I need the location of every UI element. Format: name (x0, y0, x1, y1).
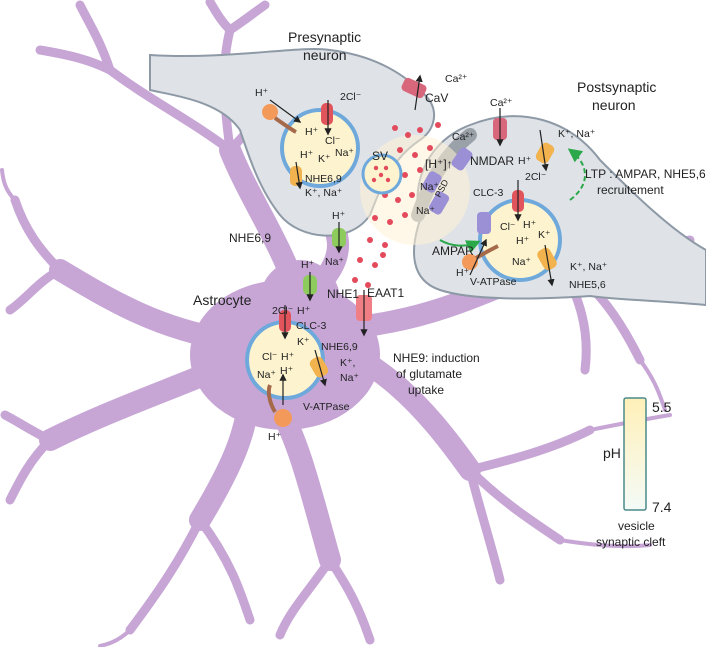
label-postsynaptic: Postsynaptic (577, 79, 656, 95)
label-pre-cl: Cl⁻ (325, 135, 340, 147)
label-astro-k-comma: K⁺, (340, 357, 355, 369)
label-astro-h-bottom: H⁺ (268, 431, 281, 443)
label-astro-vatpase: V-ATPase (303, 401, 350, 413)
synaptic-vesicle (361, 153, 403, 195)
label-neuron1: neuron (303, 47, 347, 63)
label-pre-nhe69: NHE6,9 (305, 173, 342, 185)
label-astro-h-nhe1: H⁺ (301, 259, 314, 271)
label-ca-post: Ca²⁺ (490, 97, 512, 109)
label-post-h-in2: H⁺ (516, 235, 529, 247)
ph-scale (623, 397, 647, 511)
label-astro-2cl: 2Cl⁻ (272, 305, 293, 317)
label-pre-h-green: H⁺ (332, 210, 345, 222)
pre-nhe69 (290, 166, 302, 186)
label-ca-nmdar: Ca²⁺ (452, 131, 474, 143)
label-astro-na-in: Na⁺ (257, 369, 276, 381)
label-ph-caption2: synaptic cleft (596, 535, 666, 549)
label-cav: CaV (425, 91, 448, 105)
label-post-nhe56: NHE5,6 (569, 279, 606, 291)
label-pre-na-green: Na⁺ (325, 256, 344, 268)
post-nhe-top (535, 142, 555, 164)
label-pre-k-na: K⁺, Na⁺ (305, 187, 342, 199)
label-nmdar: NMDAR (470, 154, 514, 168)
label-nhe9-1: NHE9: induction (393, 351, 480, 365)
label-post-na-left1: Na⁺ (420, 181, 439, 193)
label-pre-k: K⁺ (318, 153, 331, 165)
label-nhe69-branch: NHE6,9 (229, 231, 271, 245)
label-pre-h-top: H⁺ (255, 87, 268, 99)
label-post-k: K⁺ (538, 229, 551, 241)
label-ph-top: 5.5 (652, 399, 672, 415)
ampar-channel (422, 171, 450, 215)
label-ph-caption1: vesicle (618, 519, 655, 533)
label-pre-h-in2: H⁺ (300, 149, 313, 161)
label-post-h-left: H⁺ (456, 267, 469, 279)
label-astro-h-in1: H⁺ (281, 351, 294, 363)
astro-vatpase (266, 384, 292, 427)
label-ampar: AMPAR (432, 244, 474, 258)
label-pre-2cl: 2Cl⁻ (340, 91, 361, 103)
label-astro-k: K⁺ (297, 336, 310, 348)
label-ltp-2: recruitement (597, 183, 664, 197)
label-pre-h-in1: H⁺ (305, 126, 318, 138)
glutamate-dots (352, 122, 441, 288)
label-astro-cl: Cl⁻ (262, 351, 277, 363)
label-astro-h-top: H⁺ (297, 305, 310, 317)
cav-channel (401, 77, 427, 99)
ampar-recruit-arrow (439, 239, 481, 254)
label-post-h-top: H⁺ (518, 155, 531, 167)
label-ca-pre: Ca²⁺ (445, 73, 467, 85)
pre-vatpase (262, 104, 297, 134)
label-post-cl: Cl⁻ (500, 221, 515, 233)
label-presynaptic: Presynaptic (288, 29, 361, 45)
label-neuron2: neuron (592, 97, 636, 113)
label-post-h-in1: H⁺ (523, 219, 536, 231)
post-ampar-in (477, 212, 491, 234)
label-nhe9-3: uptake (408, 383, 444, 397)
label-sv: SV (372, 149, 388, 163)
label-post-clc3: CLC-3 (473, 187, 504, 199)
label-post-na-in: Na⁺ (512, 256, 531, 268)
label-ltp-1: LTP : AMPAR, NHE5,6 (585, 167, 706, 181)
presynaptic-organelle (280, 108, 360, 188)
label-h-cleft: [H⁺]↑ (425, 157, 453, 171)
label-nhe1: NHE1 (327, 287, 359, 301)
label-astro-na-out: Na⁺ (340, 372, 359, 384)
label-nhe9-2: of glutamate (396, 367, 462, 381)
label-ph: pH (603, 445, 621, 461)
label-post-k-na-top: K⁺, Na⁺ (558, 128, 595, 140)
labels: Presynaptic neuron Postsynaptic neuron A… (193, 29, 706, 549)
label-eaat1: EAAT1 (367, 286, 404, 300)
nmdar-channel (451, 147, 473, 171)
label-post-2cl: 2Cl⁻ (525, 171, 546, 183)
astro-nhe69 (309, 356, 329, 378)
label-post-k-na-bottom: K⁺, Na⁺ (570, 261, 607, 273)
transport-arrows (269, 74, 555, 405)
label-astro-nhe69: NHE6,9 (321, 341, 358, 353)
label-pre-na: Na⁺ (335, 147, 354, 159)
label-astro-clc3: CLC-3 (296, 320, 327, 332)
label-astro-h-in2: H⁺ (280, 365, 293, 377)
label-post-vatpase: V-ATPase (470, 276, 517, 288)
label-post-na-left2: Na⁺ (416, 205, 435, 217)
label-astrocyte: Astrocyte (193, 292, 252, 308)
label-ph-bottom: 7.4 (652, 499, 672, 515)
pre-clc3 (321, 103, 333, 125)
